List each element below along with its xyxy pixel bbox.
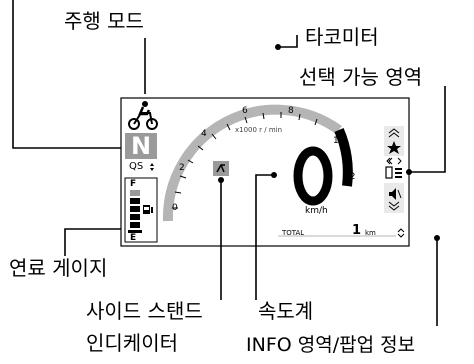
tacho-redline bbox=[334, 128, 353, 187]
fuel-empty-label: E bbox=[130, 233, 137, 243]
motorcycle-rider-icon bbox=[128, 101, 158, 130]
callout-tachometer: 타코미터 bbox=[305, 25, 379, 49]
tacho-tick-label: 10 bbox=[333, 136, 345, 146]
trip-label: TOTAL bbox=[282, 229, 305, 237]
fuel-pump-icon bbox=[143, 205, 153, 214]
callout-speedometer: 속도계 bbox=[258, 299, 314, 323]
tacho-tick-label: 0 bbox=[172, 203, 178, 213]
chevron-up-double-icon bbox=[388, 128, 400, 138]
tacho-tick-label: 6 bbox=[242, 106, 248, 116]
star-icon bbox=[387, 141, 401, 154]
leader-selectable bbox=[409, 86, 446, 173]
speed-digit-graphic bbox=[293, 146, 333, 206]
speed-unit-label: km/h bbox=[305, 206, 328, 216]
callout-selectable-area: 선택 가능 영역 bbox=[299, 65, 423, 89]
chevron-down-double-icon bbox=[388, 201, 400, 211]
tacho-tick-label: 4 bbox=[201, 129, 207, 139]
chevron-left-right-icon bbox=[386, 157, 402, 165]
callout-info-area: INFO 영역/팝업 정보 bbox=[246, 334, 416, 356]
mute-speaker-icon bbox=[389, 188, 402, 200]
tacho-minor-ticks bbox=[172, 112, 318, 209]
fuel-gauge-graphic bbox=[124, 177, 158, 243]
callout-side-stand-line1: 사이드 스탠드 bbox=[86, 299, 203, 323]
callout-ride-mode: 주행 모드 bbox=[64, 9, 144, 33]
selectable-icons bbox=[384, 126, 404, 213]
callout-fuel-gauge: 연료 게이지 bbox=[9, 256, 108, 280]
phone-menu-icon bbox=[385, 166, 402, 179]
qs-arrows-icon bbox=[150, 163, 154, 171]
fuel-full-label: F bbox=[130, 179, 137, 189]
leader-lines bbox=[12, 0, 446, 326]
tacho-tick-label: 8 bbox=[288, 106, 294, 116]
tacho-arc bbox=[162, 104, 342, 222]
tacho-unit-label: x1000 r / min bbox=[235, 126, 283, 134]
trip-value: 1 bbox=[352, 223, 362, 238]
gear-indicator: N bbox=[130, 132, 152, 160]
tacho-tick-label: 2 bbox=[179, 163, 185, 173]
tacho-tick-label: 12 bbox=[344, 172, 356, 182]
qs-label: QS bbox=[129, 161, 144, 172]
callout-side-stand-line2: 인디케이터 bbox=[86, 331, 178, 355]
trip-unit: km bbox=[365, 229, 376, 237]
gear-indicator-bg bbox=[125, 133, 157, 159]
leader-speed bbox=[255, 174, 274, 300]
leader-gear bbox=[12, 0, 121, 149]
tachometer-gauge bbox=[162, 104, 353, 222]
leader-dots bbox=[218, 44, 440, 241]
speed-value: 0 bbox=[296, 150, 330, 151]
side-stand-icon bbox=[213, 161, 229, 176]
leader-fuel bbox=[64, 228, 121, 256]
leader-tachometer bbox=[278, 35, 298, 48]
dashboard-frame bbox=[120, 97, 410, 247]
up-down-arrows-icon bbox=[397, 228, 405, 238]
